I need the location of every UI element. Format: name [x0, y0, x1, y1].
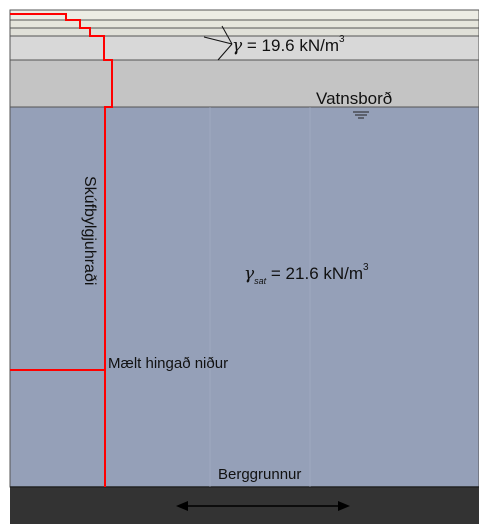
water-table-symbol	[353, 111, 369, 119]
shear-wave-velocity-label: Skúfbylgjuhraði	[81, 176, 98, 286]
shear-wave-velocity-profile	[10, 13, 113, 487]
saturated-unit-weight-label: γsat = 21.6 kN/m3	[244, 262, 369, 286]
bedrock-label: Berggrunnur	[218, 466, 302, 483]
upper-unit-weight-label: γ = 19.6 kN/m3	[232, 34, 345, 56]
water-table-label: Vatnsborð	[316, 89, 393, 108]
saturated-zone	[9, 106, 479, 488]
gamma-pointer	[203, 25, 233, 61]
bedrock-arrow	[176, 501, 350, 511]
soil-layer-1	[9, 9, 479, 21]
measured-depth-label: Mælt hingað niður	[108, 355, 229, 372]
faint-grid	[209, 107, 311, 487]
soil-layer-5	[9, 59, 479, 108]
soil-layer-3	[9, 27, 479, 37]
